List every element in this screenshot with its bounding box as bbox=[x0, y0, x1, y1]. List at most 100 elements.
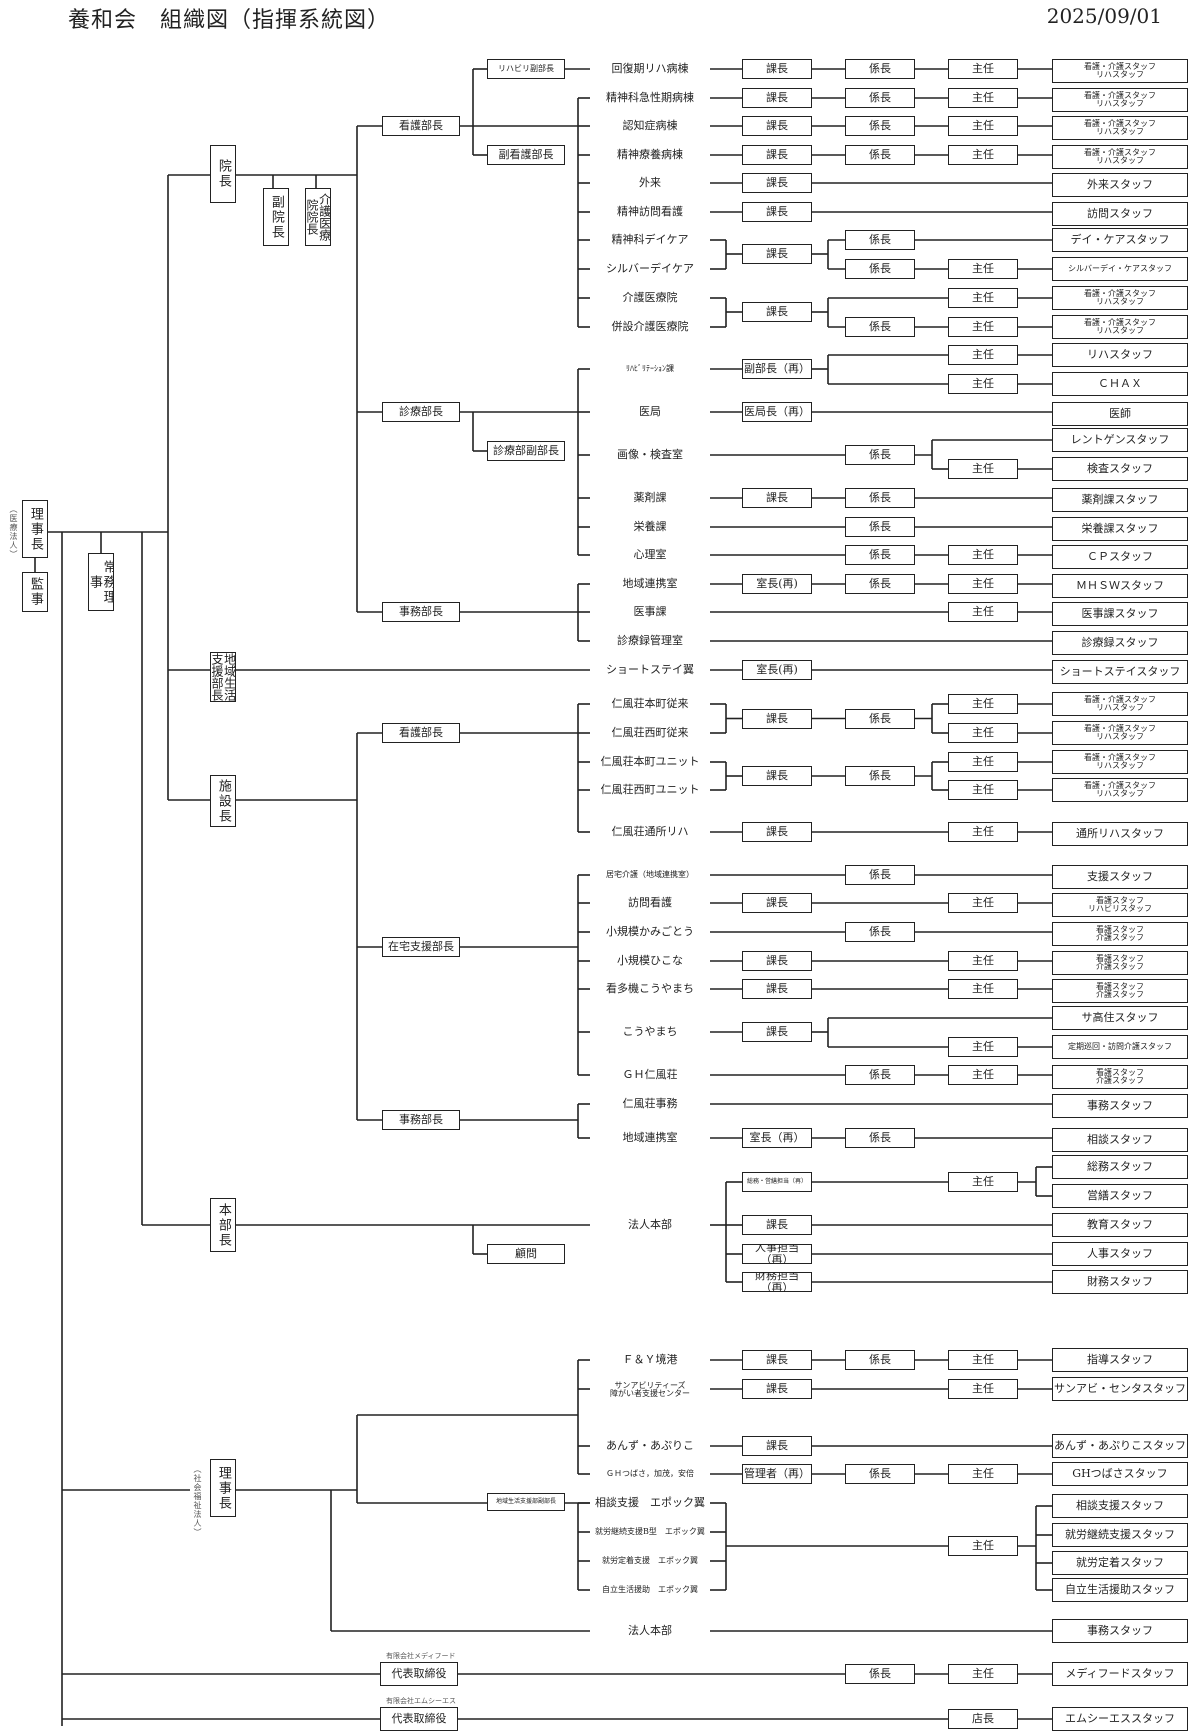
deputy-head-box[interactable]: 副部長（再） bbox=[742, 359, 812, 379]
staff-box[interactable]: 看護・介護スタッフ リハスタッフ bbox=[1052, 692, 1188, 716]
subsection-chief-box[interactable]: 係長 bbox=[845, 865, 915, 885]
supervisor-box[interactable]: 主任 bbox=[948, 145, 1018, 165]
subsection-chief-box[interactable]: 係長 bbox=[845, 574, 915, 594]
staff-box[interactable]: 支援スタッフ bbox=[1052, 865, 1188, 889]
staff-box[interactable]: 看護・介護スタッフ リハスタッフ bbox=[1052, 145, 1188, 169]
staff-box[interactable]: 看護スタッフ 介護スタッフ bbox=[1052, 951, 1188, 975]
supervisor-box[interactable]: 主任 bbox=[948, 288, 1018, 308]
supervisor-box[interactable]: 主任 bbox=[948, 602, 1018, 622]
staff-box[interactable]: 看護スタッフ 介護スタッフ bbox=[1052, 979, 1188, 1003]
nursing-head-box[interactable]: 看護部長 bbox=[382, 116, 460, 136]
staff-box[interactable]: 相談支援スタッフ bbox=[1052, 1494, 1188, 1518]
staff-box[interactable]: 薬剤課スタッフ bbox=[1052, 488, 1188, 512]
hq-role-box[interactable]: 総務・営繕担当（再） bbox=[742, 1172, 812, 1192]
supervisor-box[interactable]: 主任 bbox=[948, 780, 1018, 800]
section-chief-box[interactable]: 課長 bbox=[742, 979, 812, 999]
staff-box[interactable]: ＣＰスタッフ bbox=[1052, 545, 1188, 569]
section-chief-box[interactable]: 課長 bbox=[742, 116, 812, 136]
section-chief-box[interactable]: 課長 bbox=[742, 244, 812, 264]
staff-box[interactable]: 看護・介護スタッフ リハスタッフ bbox=[1052, 286, 1188, 310]
supervisor-box[interactable]: 主任 bbox=[948, 317, 1018, 337]
subsection-chief-box[interactable]: 係長 bbox=[845, 1128, 915, 1148]
staff-box[interactable]: 看護・介護スタッフ リハスタッフ bbox=[1052, 750, 1188, 774]
section-chief-box[interactable]: 室長(再) bbox=[742, 574, 812, 594]
staff-box[interactable]: 看護・介護スタッフ リハスタッフ bbox=[1052, 315, 1188, 339]
staff-box[interactable]: 指導スタッフ bbox=[1052, 1348, 1188, 1372]
staff-box[interactable]: エムシーエススタッフ bbox=[1052, 1707, 1188, 1731]
care-vice-director-box[interactable]: 介護医療院院長 bbox=[305, 188, 331, 246]
section-chief-box[interactable]: 課長 bbox=[742, 766, 812, 786]
home-support-head-box[interactable]: 在宅支援部長 bbox=[382, 937, 460, 957]
subsection-chief-box[interactable]: 係長 bbox=[845, 1065, 915, 1085]
staff-box[interactable]: ＭＨＳＷスタッフ bbox=[1052, 574, 1188, 598]
staff-box[interactable]: 診療録スタッフ bbox=[1052, 631, 1188, 655]
section-chief-box[interactable]: 課長 bbox=[742, 1379, 812, 1399]
vice-director-box[interactable]: 副院長 bbox=[263, 188, 289, 246]
staff-box[interactable]: 看護スタッフ 介護スタッフ bbox=[1052, 1065, 1188, 1089]
supervisor-box[interactable]: 主任 bbox=[948, 723, 1018, 743]
supervisor-box[interactable]: 主任 bbox=[948, 1536, 1018, 1556]
supervisor-box[interactable]: 主任 bbox=[948, 1664, 1018, 1684]
managing-director-box[interactable]: 常務理事 bbox=[88, 553, 114, 611]
hq-director-box[interactable]: 本部長 bbox=[210, 1198, 236, 1252]
subsection-chief-box[interactable]: 係長 bbox=[845, 259, 915, 279]
regional-support-head-box[interactable]: 地域生活支援部長 bbox=[210, 652, 236, 702]
staff-box[interactable]: 事務スタッフ bbox=[1052, 1619, 1188, 1643]
supervisor-box[interactable]: 主任 bbox=[948, 951, 1018, 971]
section-chief-box[interactable]: 課長 bbox=[742, 822, 812, 842]
staff-box[interactable]: 医師 bbox=[1052, 402, 1188, 426]
staff-box[interactable]: 人事スタッフ bbox=[1052, 1242, 1188, 1266]
staff-box[interactable]: 看護・介護スタッフ リハスタッフ bbox=[1052, 721, 1188, 745]
section-chief-box[interactable]: 室長(再) bbox=[742, 660, 812, 680]
staff-box[interactable]: 看護スタッフ リハビリスタッフ bbox=[1052, 893, 1188, 917]
staff-box[interactable]: 事務スタッフ bbox=[1052, 1094, 1188, 1118]
supervisor-box[interactable]: 主任 bbox=[948, 979, 1018, 999]
hq-role-box[interactable]: 課長 bbox=[742, 1215, 812, 1235]
section-chief-box[interactable]: 課長 bbox=[742, 302, 812, 322]
section-chief-box[interactable]: 課長 bbox=[742, 893, 812, 913]
staff-box[interactable]: 訪問スタッフ bbox=[1052, 202, 1188, 226]
facility-director-box[interactable]: 施設長 bbox=[210, 775, 236, 827]
staff-box[interactable]: 総務スタッフ bbox=[1052, 1155, 1188, 1179]
staff-box[interactable]: 営繕スタッフ bbox=[1052, 1184, 1188, 1208]
hospital-admin-head-box[interactable]: 事務部長 bbox=[382, 602, 460, 622]
store-manager-box[interactable]: 店長 bbox=[948, 1709, 1018, 1729]
supervisor-box[interactable]: 主任 bbox=[948, 893, 1018, 913]
supervisor-box[interactable]: 主任 bbox=[948, 1037, 1018, 1057]
section-chief-box[interactable]: 課長 bbox=[742, 708, 812, 729]
subsection-chief-box[interactable]: 係長 bbox=[845, 1464, 915, 1484]
chairman-box[interactable]: 理事長 bbox=[22, 500, 48, 558]
staff-box[interactable]: ショートステイスタッフ bbox=[1052, 660, 1188, 684]
regional-vice-head-box[interactable]: 地域生活支援部副部長 bbox=[487, 1493, 565, 1511]
staff-box[interactable]: レントゲンスタッフ bbox=[1052, 428, 1188, 452]
supervisor-box[interactable]: 主任 bbox=[948, 822, 1018, 842]
staff-box[interactable]: 看護・介護スタッフ リハスタッフ bbox=[1052, 59, 1188, 83]
subsection-chief-box[interactable]: 係長 bbox=[845, 517, 915, 537]
supervisor-box[interactable]: 主任 bbox=[948, 345, 1018, 365]
section-chief-box[interactable]: 管理者（再） bbox=[742, 1464, 812, 1484]
supervisor-box[interactable]: 主任 bbox=[948, 574, 1018, 594]
rep-director-box[interactable]: 代表取締役 bbox=[380, 1662, 458, 1686]
vice-nursing-head-box[interactable]: 副看護部長 bbox=[487, 145, 565, 165]
subsection-chief-box[interactable]: 係長 bbox=[845, 922, 915, 942]
subsection-chief-box[interactable]: 係長 bbox=[845, 1664, 915, 1684]
staff-box[interactable]: デイ・ケアスタッフ bbox=[1052, 228, 1188, 252]
supervisor-box[interactable]: 主任 bbox=[948, 1379, 1018, 1399]
hospital-director-box[interactable]: 院長 bbox=[210, 145, 236, 203]
staff-box[interactable]: 自立生活援助スタッフ bbox=[1052, 1578, 1188, 1602]
staff-box[interactable]: 就労継続支援スタッフ bbox=[1052, 1523, 1188, 1547]
subsection-chief-box[interactable]: 係長 bbox=[845, 230, 915, 250]
staff-box[interactable]: 看護・介護スタッフ リハスタッフ bbox=[1052, 778, 1188, 802]
supervisor-box[interactable]: 主任 bbox=[948, 545, 1018, 565]
staff-box[interactable]: リハスタッフ bbox=[1052, 343, 1188, 367]
supervisor-box[interactable]: 主任 bbox=[948, 374, 1018, 394]
supervisor-box[interactable]: 主任 bbox=[948, 459, 1018, 479]
staff-box[interactable]: ＣＨＡＸ bbox=[1052, 372, 1188, 396]
subsection-chief-box[interactable]: 係長 bbox=[845, 88, 915, 108]
subsection-chief-box[interactable]: 係長 bbox=[845, 708, 915, 729]
section-chief-box[interactable]: 課長 bbox=[742, 202, 812, 222]
staff-box[interactable]: 財務スタッフ bbox=[1052, 1270, 1188, 1294]
staff-box[interactable]: 教育スタッフ bbox=[1052, 1213, 1188, 1237]
staff-box[interactable]: 看護・介護スタッフ リハスタッフ bbox=[1052, 116, 1188, 140]
staff-box[interactable]: GHつばさスタッフ bbox=[1052, 1462, 1188, 1486]
